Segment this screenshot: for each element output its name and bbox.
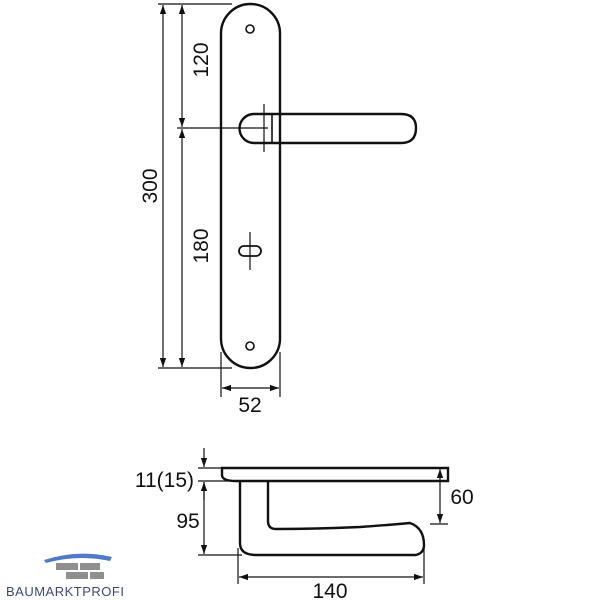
plate-thickness-label: 11(15) (135, 469, 194, 492)
side-view-dimensions: 11(15) 95 60 140 (135, 448, 474, 600)
upper-section-label: 120 (190, 42, 213, 77)
backplate-outline (219, 2, 282, 370)
logo-brick-1 (56, 563, 78, 570)
plate-width-dimension: 52 (220, 352, 281, 417)
handle-offset-label: 95 (176, 510, 199, 533)
baumarktprofi-logo: BAUMARKTPROFI (6, 553, 124, 599)
vertical-dimensions: 300 120 180 (139, 3, 232, 369)
logo-brick-4 (90, 572, 104, 579)
handle-profile (238, 481, 426, 557)
bottom-screw-hole (245, 341, 255, 351)
logo-roof-icon (44, 553, 112, 563)
lower-section-label: 180 (190, 228, 213, 263)
overall-height-label: 300 (139, 168, 162, 203)
handle-lever (238, 112, 418, 145)
logo-brick-3 (66, 572, 88, 579)
logo-text: BAUMARKTPROFI (6, 584, 124, 599)
handle-projection-label: 60 (450, 486, 473, 509)
top-screw-hole (245, 24, 255, 34)
logo-brick-2 (80, 563, 100, 570)
handle-length-label: 140 (312, 580, 347, 600)
front-view (177, 2, 418, 370)
side-view (220, 466, 450, 557)
backplate-profile (220, 466, 450, 483)
plate-width-label: 52 (238, 394, 261, 417)
